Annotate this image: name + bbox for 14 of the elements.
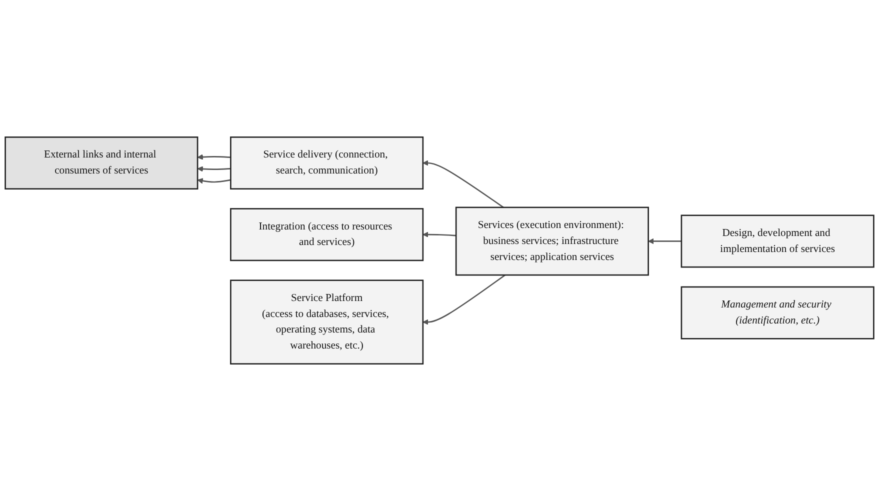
node-box: Services (execution environment): business services; infrastructure services; application services <box>455 206 649 276</box>
arrow <box>422 160 504 208</box>
node-box: Service delivery (connection, search, communication) <box>230 136 424 190</box>
node-box: Service Platform (access to databases, services, operating systems, data warehouses, etc.) <box>230 280 424 365</box>
node-box: External links and internal consumers of services <box>4 136 198 190</box>
arrow <box>197 154 231 160</box>
arrow <box>648 238 682 244</box>
node-box: Design, development and implementation of services <box>680 214 874 268</box>
node-box: Integration (access to resources and services) <box>230 208 424 262</box>
node-box: Management and security (identification, etc.) <box>680 286 874 340</box>
arrow <box>422 232 456 238</box>
arrow <box>422 274 506 325</box>
arrow <box>197 178 231 184</box>
arrow <box>197 166 231 172</box>
